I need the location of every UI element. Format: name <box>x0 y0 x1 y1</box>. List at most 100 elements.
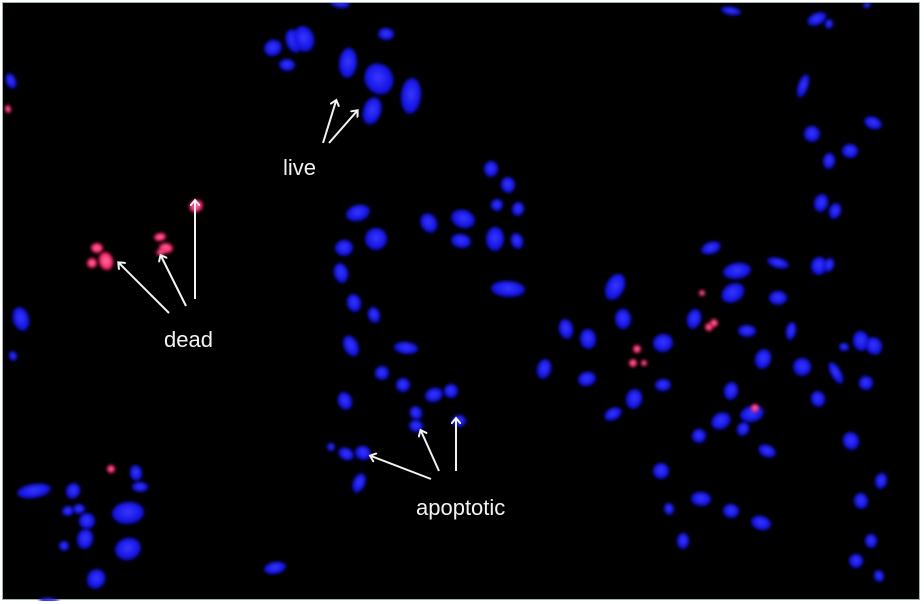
nucleus <box>264 561 286 575</box>
nucleus <box>813 194 829 212</box>
nucleus <box>394 341 418 355</box>
nucleus <box>852 331 870 351</box>
nucleus <box>409 406 423 420</box>
nucleus <box>804 126 820 142</box>
nucleus <box>76 529 94 549</box>
nucleus <box>330 3 350 9</box>
nucleus <box>873 570 885 582</box>
arrow-dead <box>119 263 170 314</box>
dead-cell <box>629 359 637 367</box>
nucleus <box>692 429 706 443</box>
nucleus <box>824 19 834 29</box>
nucleus <box>65 483 81 499</box>
nucleus <box>769 291 787 305</box>
nucleus <box>604 273 626 301</box>
nucleus <box>8 351 18 361</box>
nucleus <box>491 280 525 298</box>
nucleus <box>863 3 871 9</box>
nucleus <box>364 63 394 95</box>
nucleus <box>853 493 869 509</box>
nucleus <box>604 407 622 421</box>
nucleus <box>793 358 811 376</box>
nucleus <box>115 537 141 561</box>
nucleus <box>839 342 849 352</box>
nucleus <box>758 444 776 458</box>
nucleus <box>500 177 516 193</box>
nucleus <box>452 414 466 428</box>
nucleus <box>355 445 371 461</box>
nucleus <box>327 443 335 451</box>
nucleus <box>17 483 51 499</box>
dead-cell <box>641 360 647 366</box>
nucleus <box>558 319 574 339</box>
nucleus <box>338 48 358 78</box>
dead-cell <box>154 232 166 242</box>
nucleus <box>721 6 741 16</box>
nucleus <box>293 26 315 52</box>
nucleus <box>5 73 17 89</box>
nucleus <box>400 78 422 114</box>
nucleus <box>723 503 739 519</box>
dead-cell <box>107 465 115 473</box>
dead-cells-group <box>4 105 759 473</box>
nucleus <box>653 333 673 353</box>
arrow-dead <box>161 256 187 307</box>
nucleus <box>485 227 505 251</box>
nucleus <box>362 97 382 125</box>
nucleus <box>614 309 632 329</box>
dead-cell <box>699 290 705 296</box>
nucleus <box>751 515 771 531</box>
nucleus <box>378 27 394 41</box>
nucleus <box>663 503 675 515</box>
dead-cell <box>91 242 103 254</box>
nucleus <box>511 202 525 216</box>
dead-cell <box>87 258 97 268</box>
nucleus <box>723 262 751 280</box>
nucleus <box>132 481 148 493</box>
nucleus <box>86 569 106 589</box>
nucleus <box>865 337 883 355</box>
nucleus <box>807 12 827 26</box>
dead-cell <box>751 404 759 412</box>
nucleus <box>343 335 359 357</box>
nucleus <box>337 392 353 410</box>
nucleus <box>112 501 144 525</box>
nucleus <box>39 597 59 601</box>
dead-cell <box>710 319 718 327</box>
cell-layer <box>4 3 888 601</box>
nucleus <box>578 371 596 387</box>
nucleus <box>333 263 349 283</box>
nucleus <box>823 258 835 272</box>
dead-cell <box>633 345 641 353</box>
nucleus <box>62 505 74 517</box>
nucleus <box>711 412 731 430</box>
label-apoptotic: apoptotic <box>416 495 506 520</box>
nucleus <box>767 257 789 269</box>
nucleus <box>451 233 471 249</box>
nucleus <box>842 143 858 159</box>
nucleus <box>420 213 438 233</box>
nucleus <box>864 116 882 130</box>
nucleus <box>579 329 597 349</box>
nucleus <box>874 473 888 489</box>
nucleus <box>425 387 443 403</box>
nucleus <box>721 283 745 303</box>
nucleus <box>375 366 389 380</box>
nucleus <box>738 324 756 338</box>
nucleus <box>510 233 524 249</box>
nucleus <box>346 294 362 312</box>
nucleus <box>59 541 69 551</box>
nucleus <box>444 384 458 398</box>
nucleus <box>483 161 499 177</box>
nucleus <box>396 378 410 392</box>
arrow-apoptotic <box>371 456 432 480</box>
nucleus <box>625 389 643 409</box>
nucleus <box>264 39 282 57</box>
nucleus <box>451 209 475 229</box>
nucleus <box>686 309 702 329</box>
nucleus <box>79 513 95 529</box>
nucleus <box>849 554 863 568</box>
nucleus <box>859 376 873 390</box>
nucleus <box>367 307 381 323</box>
